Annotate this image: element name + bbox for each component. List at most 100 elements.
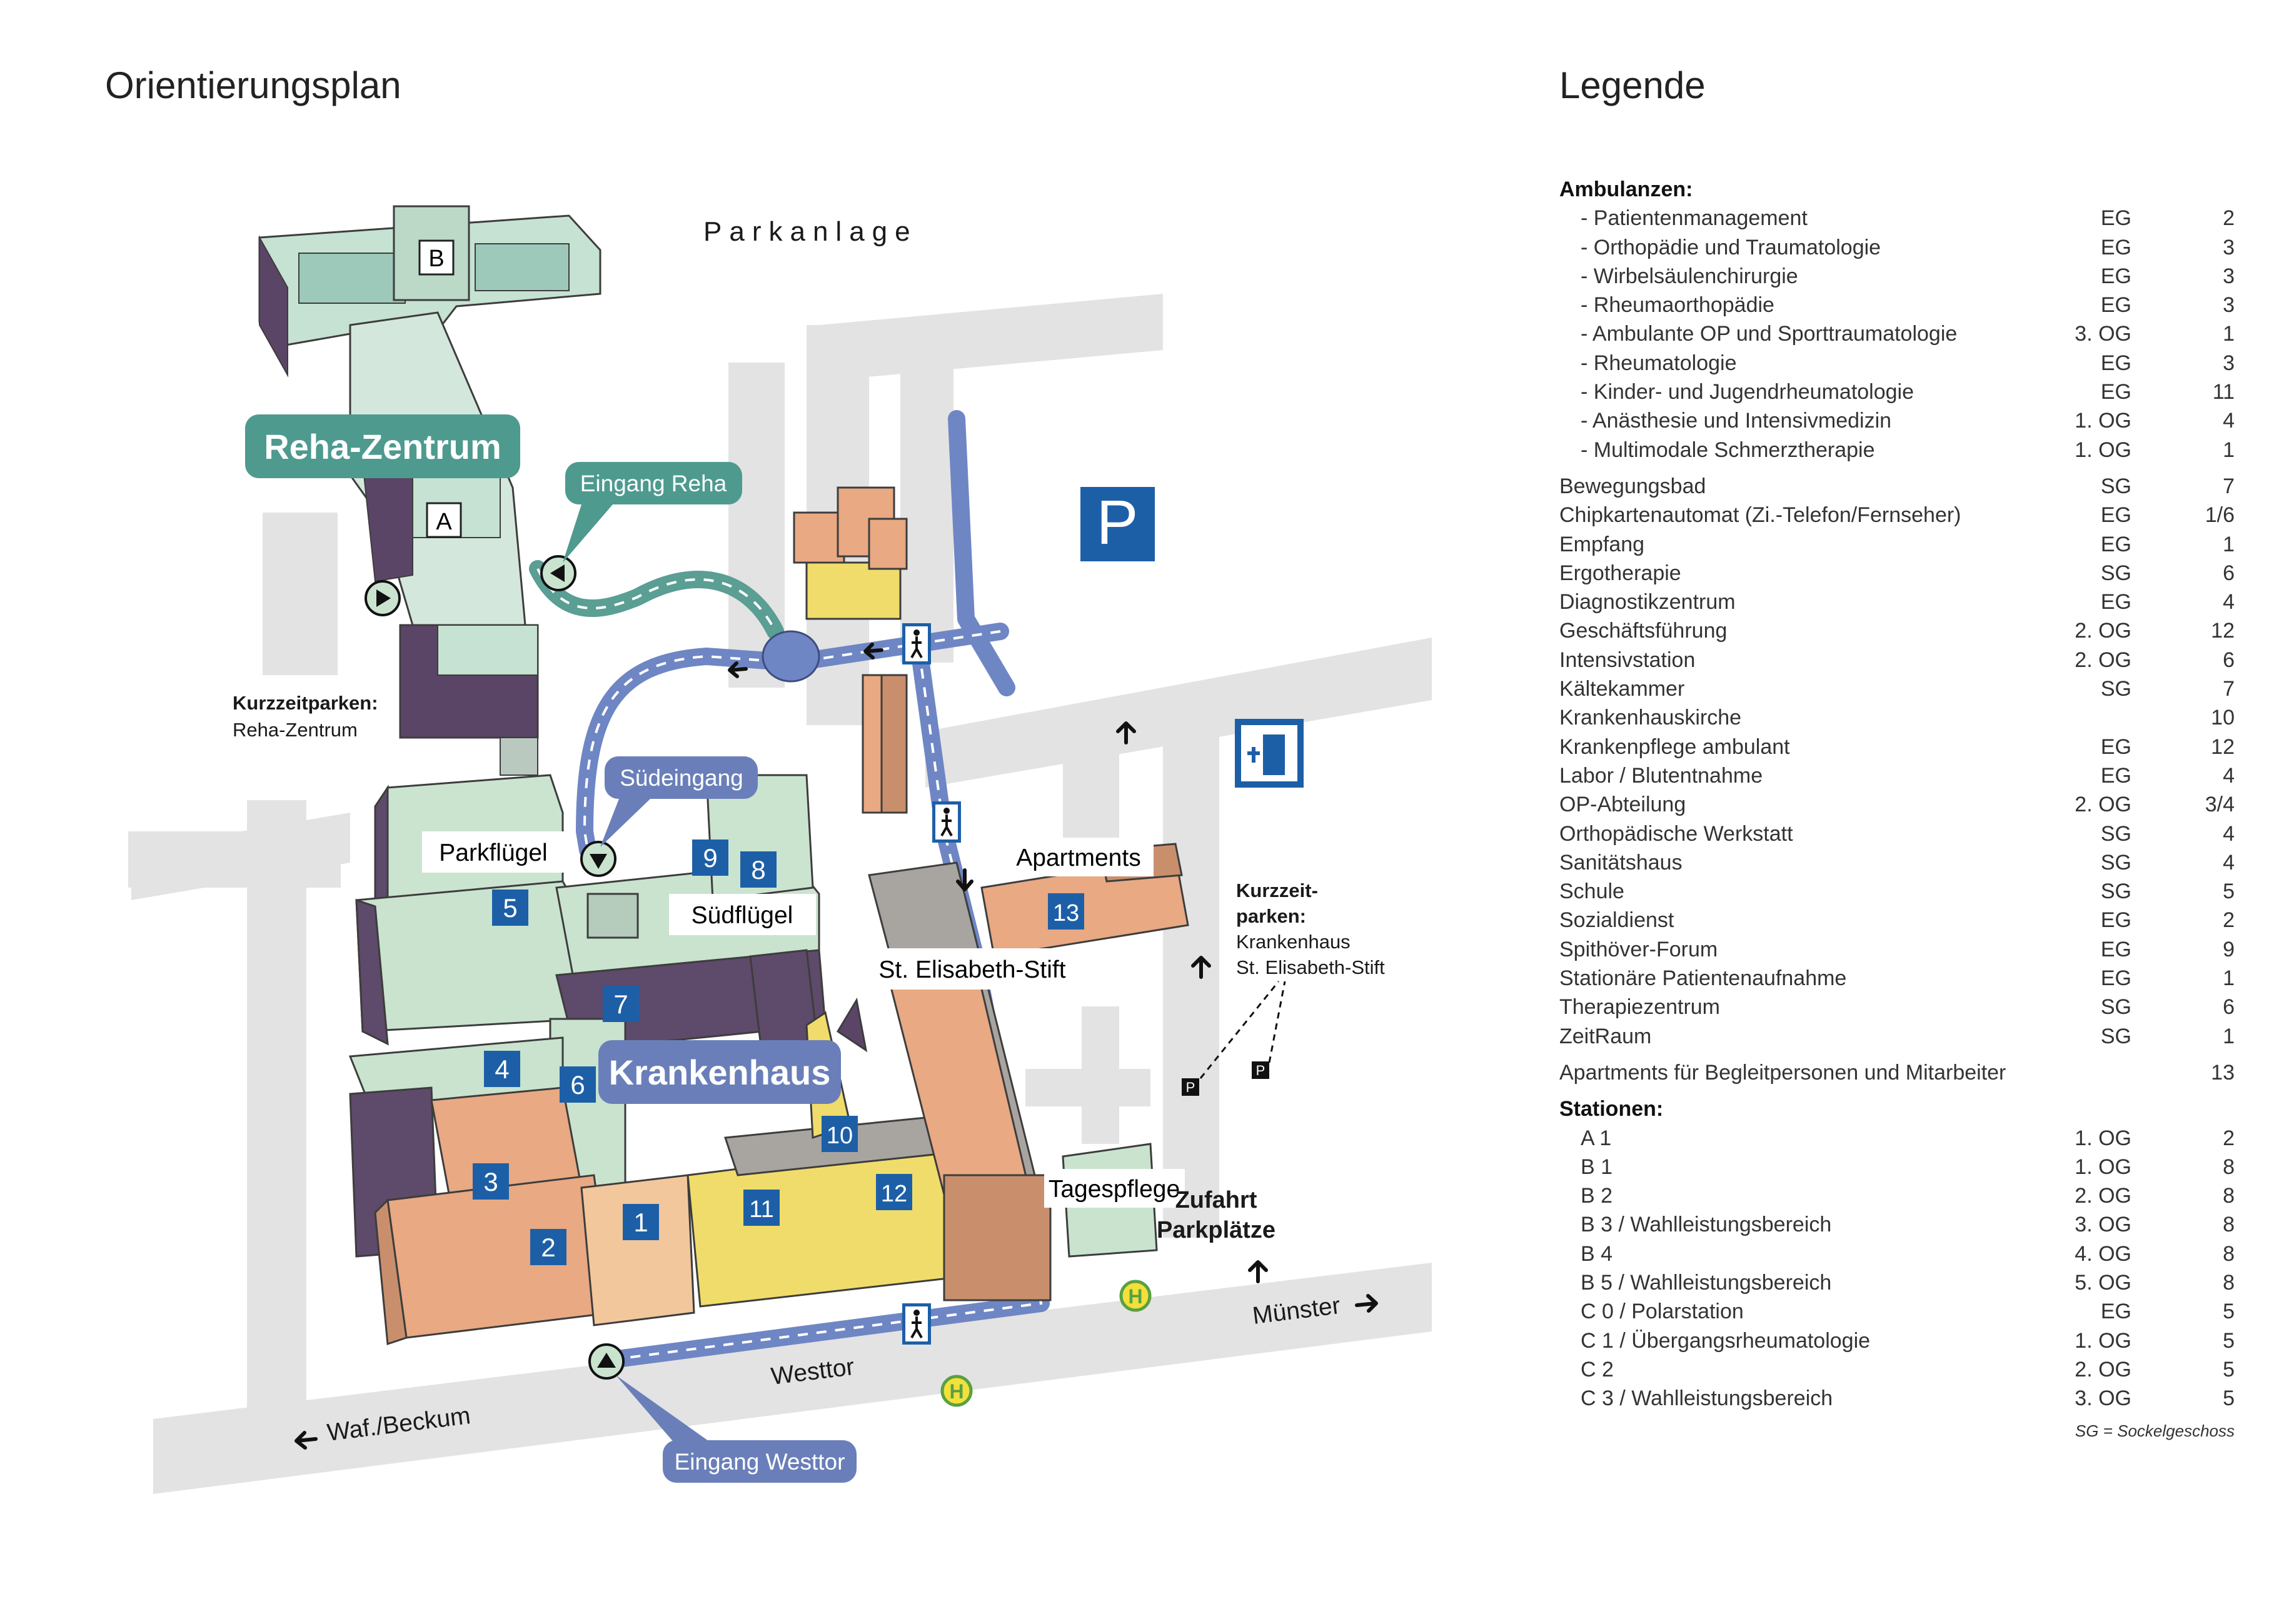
campus-map[interactable]: B A xyxy=(0,0,1476,1624)
map-title: Orientierungsplan xyxy=(105,64,401,106)
legend-entry-building: 1 xyxy=(2223,532,2235,556)
legend-entry-name: B 5 / Wahlleistungsbereich xyxy=(1581,1270,1832,1295)
legend-entry-building: 8 xyxy=(2223,1213,2235,1237)
label-parkfluegel: Parkflügel xyxy=(439,840,547,866)
pedestrian-icon xyxy=(902,1303,931,1345)
legend-entry-building: 3/4 xyxy=(2205,793,2235,817)
legend-entry-name: Intensivstation xyxy=(1559,648,1696,672)
building-number-1: 1 xyxy=(623,1204,659,1240)
legend-entry-building: 5 xyxy=(2223,1386,2235,1411)
label-kurzzeit-kh-1: Kurzzeit- xyxy=(1236,880,1318,901)
building-number-label: 12 xyxy=(881,1181,907,1207)
legend-entry-name: Apartments für Begleitpersonen und Mitar… xyxy=(1559,1060,2006,1085)
pedestrian-icon xyxy=(902,623,931,664)
legend-entry-name: Krankenpflege ambulant xyxy=(1559,734,1790,759)
building-number-label: 7 xyxy=(613,990,628,1019)
pedestrian-signs xyxy=(902,623,961,1345)
legend-entry-building: 12 xyxy=(2211,734,2235,759)
legend-entry-floor: 1. OG xyxy=(2075,1155,2131,1179)
legend-entry-floor: 5. OG xyxy=(2075,1270,2131,1295)
legend-entry-name: A 1 xyxy=(1581,1126,1612,1150)
label-eingang-westtor[interactable]: Eingang Westtor xyxy=(616,1375,857,1483)
legend-entry-floor: 1. OG xyxy=(2075,1328,2131,1353)
legend-entry-building: 8 xyxy=(2223,1155,2235,1179)
building-a-label: A xyxy=(436,509,452,535)
legend-entry-building: 7 xyxy=(2223,474,2235,498)
legend-entry-floor: EG xyxy=(2100,206,2131,231)
building-number-4: 4 xyxy=(484,1051,520,1087)
legend-entry-building: 4 xyxy=(2223,821,2235,846)
legend-entry-name: - Anästhesie und Intensivmedizin xyxy=(1581,409,1892,433)
legend-entry-floor: 4. OG xyxy=(2075,1241,2131,1266)
legend-entry-building: 6 xyxy=(2223,995,2235,1020)
legend-entry-building: 1 xyxy=(2223,966,2235,991)
building-number-2: 2 xyxy=(530,1229,566,1265)
legend-entry-name: Geschäftsführung xyxy=(1559,619,1728,643)
legend-row: B 5 / Wahlleistungsbereich 5. OG 8 xyxy=(1559,1268,2235,1297)
svg-text:H: H xyxy=(949,1380,963,1403)
label-krankenhaus[interactable]: Krankenhaus xyxy=(598,1040,841,1104)
legend-entry-name: Orthopädische Werkstatt xyxy=(1559,821,1793,846)
legend-entry-building: 10 xyxy=(2211,706,2235,730)
legend-stationen-title: Stationen: xyxy=(1559,1097,1664,1121)
legend-entry-name: Kältekammer xyxy=(1559,677,1685,701)
legend-entry-name: B 3 / Wahlleistungsbereich xyxy=(1581,1213,1832,1237)
legend-entry-building: 3 xyxy=(2223,235,2235,259)
label-eingang-reha[interactable]: Eingang Reha xyxy=(563,462,742,563)
direction-arrows xyxy=(294,643,1378,1450)
legend-entry-name: Spithöver-Forum xyxy=(1559,937,1718,961)
legend-entry-name: Chipkartenautomat (Zi.-Telefon/Fernseher… xyxy=(1559,503,1961,528)
legend-entry-floor: EG xyxy=(2100,937,2131,961)
building-number-11: 11 xyxy=(743,1190,780,1226)
legend-entry-floor: SG xyxy=(2100,995,2131,1020)
legend-entry-name: Diagnostikzentrum xyxy=(1559,590,1736,614)
building-number-label: 2 xyxy=(541,1233,555,1262)
legend-entry-building: 12 xyxy=(2211,619,2235,643)
legend-entry-name: Labor / Blutentnahme xyxy=(1559,763,1763,788)
legend-entry-building: 2 xyxy=(2223,908,2235,933)
legend-entry-name: - Ambulante OP und Sporttraumatologie xyxy=(1581,322,1958,346)
label-st-elisabeth: St. Elisabeth-Stift xyxy=(878,956,1065,983)
legend-row: Chipkartenautomat (Zi.-Telefon/Fernseher… xyxy=(1559,501,2235,529)
legend-entry-name: Bewegungsbad xyxy=(1559,474,1706,498)
legend-entry-name: Therapiezentrum xyxy=(1559,995,1721,1020)
label-reha-zentrum[interactable]: Reha-Zentrum xyxy=(245,414,520,478)
legend-entry-building: 5 xyxy=(2223,1300,2235,1324)
road-left-diagonal xyxy=(131,813,350,900)
legend-entry-name: C 2 xyxy=(1581,1357,1614,1381)
short-term-parking-markers: P P xyxy=(1182,981,1286,1096)
legend-entry-building: 5 xyxy=(2223,1357,2235,1381)
legend-entry-floor: SG xyxy=(2100,821,2131,846)
road-right-horizontal xyxy=(925,638,1432,788)
building-number-label: 5 xyxy=(503,893,517,923)
legend-entry-building: 8 xyxy=(2223,1184,2235,1208)
legend-entry-floor: EG xyxy=(2100,293,2131,318)
svg-text:P: P xyxy=(1186,1080,1195,1095)
roundabout-south xyxy=(762,630,820,683)
legend-title: Legende xyxy=(1559,64,1706,106)
reha-building[interactable]: B A xyxy=(258,205,601,776)
building-number-8: 8 xyxy=(740,851,777,888)
legend-entry-floor: SG xyxy=(2100,561,2131,585)
legend-entry-name: Schule xyxy=(1559,880,1624,904)
label-tagespflege: Tagespflege xyxy=(1049,1176,1180,1203)
label-suedeingang[interactable]: Südeingang xyxy=(600,756,758,847)
legend-entry-building: 3 xyxy=(2223,351,2235,375)
legend-entry-building: 5 xyxy=(2223,880,2235,904)
legend-entry-building: 8 xyxy=(2223,1270,2235,1295)
legend-entry-building: 13 xyxy=(2211,1060,2235,1085)
road-left-upper xyxy=(263,513,338,675)
legend-entry-floor: 1. OG xyxy=(2075,1126,2131,1150)
